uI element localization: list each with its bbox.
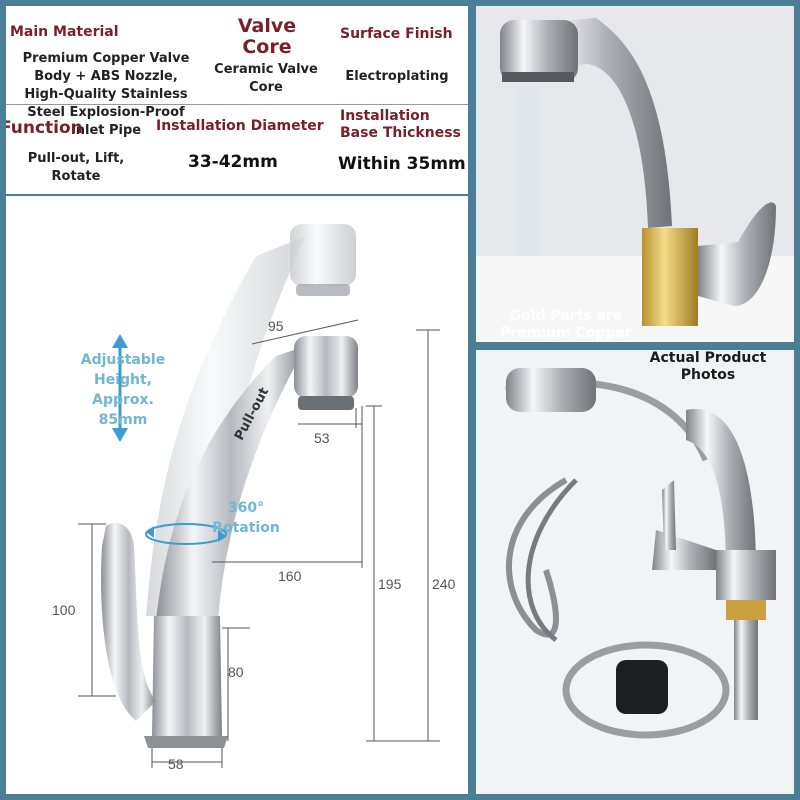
valve-core-value: Ceramic Valve Core: [214, 62, 318, 95]
adjustable-height-label: Adjustable Height, Approx. 85mm: [80, 352, 166, 428]
rotation-label: 360° Rotation: [212, 500, 280, 536]
dim-100: 100: [52, 602, 76, 618]
installation-base-value: Within 35mm: [338, 154, 466, 174]
faucet-drawing: [78, 224, 440, 768]
dim-195: 195: [378, 576, 402, 592]
dim-53: 53: [314, 430, 330, 446]
main-material-value: Premium Copper Valve Body + ABS Nozzle, …: [22, 51, 190, 138]
installation-base-label: Installation Base Thickness: [340, 108, 461, 141]
installation-diameter-value: 33-42mm: [188, 152, 278, 172]
main-material-label: Main Material: [10, 24, 119, 40]
installed-faucet-image: [476, 6, 794, 342]
dim-160: 160: [278, 568, 302, 584]
gold-parts-caption: Gold Parts are Premium Copper: [500, 308, 632, 341]
dim-58: 58: [168, 756, 184, 772]
surface-finish-value: Electroplating: [345, 69, 449, 84]
product-photo-contents: Actual Product Photos: [476, 350, 794, 794]
surface-finish-label: Surface Finish: [340, 26, 453, 42]
valve-core-label: Valve Core: [237, 15, 297, 58]
dim-80: 80: [228, 664, 244, 680]
actual-photos-caption: Actual Product Photos: [649, 350, 767, 383]
dimension-diagram: Adjustable Height, Approx. 85mm Pull-out…: [6, 196, 468, 794]
product-contents-image: [505, 368, 776, 739]
product-photo-installed: Gold Parts are Premium Copper: [476, 6, 794, 342]
dim-95: 95: [268, 318, 284, 334]
spec-table: Main Material Premium Copper Valve Body …: [6, 6, 468, 194]
dim-240: 240: [432, 576, 456, 592]
divider: [6, 104, 468, 105]
installation-diameter-label: Installation Diameter: [156, 118, 324, 134]
function-label: Function: [6, 118, 83, 138]
function-value: Pull-out, Lift, Rotate: [27, 151, 125, 184]
